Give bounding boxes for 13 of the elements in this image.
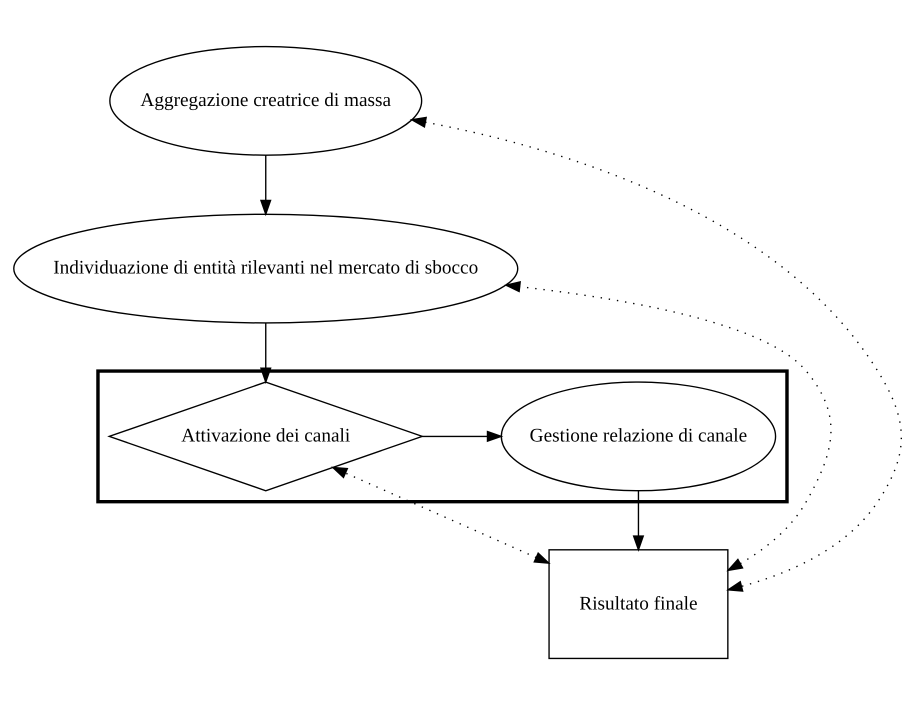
arrow xyxy=(410,116,902,592)
node-diamond: Attivazione dei canali xyxy=(107,381,424,492)
arrow xyxy=(632,490,644,552)
cluster xyxy=(96,369,789,504)
arrow xyxy=(422,430,504,442)
arrow xyxy=(260,323,272,384)
node-ellipse: Gestione relazione di canale xyxy=(500,381,776,492)
arrow xyxy=(330,466,551,564)
node-box: Risultato finale xyxy=(548,549,729,660)
node-ellipse: Aggregazione creatrice di massa xyxy=(109,46,422,156)
arrow xyxy=(260,155,272,216)
arrow xyxy=(504,281,832,572)
node-ellipse: Individuazione di entità rilevanti nel mercato di sbocco xyxy=(13,214,518,324)
